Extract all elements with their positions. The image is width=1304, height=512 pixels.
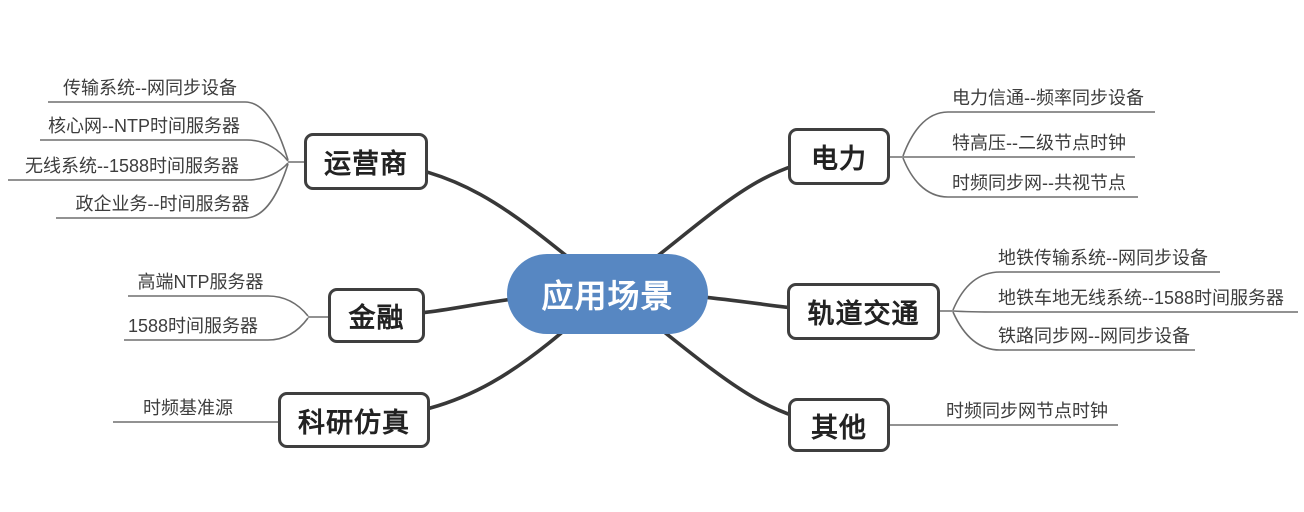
leaf-node[interactable]: 高端NTP服务器 [137, 272, 264, 292]
connector-leaf-line [48, 101, 289, 161]
connector-leaf-line [128, 295, 309, 317]
leaf-node[interactable]: 传输系统--网同步设备 [63, 78, 237, 98]
connector-leaf-line [952, 311, 1195, 351]
leaf-node[interactable]: 1588时间服务器 [127, 316, 259, 336]
connector-leaf-line [902, 157, 1138, 198]
leaf-node[interactable]: 时频同步网--共视节点 [952, 173, 1126, 193]
leaf-node[interactable]: 铁路同步网--网同步设备 [998, 326, 1190, 346]
leaf-node[interactable]: 特高压--二级节点时钟 [952, 133, 1126, 153]
center-node[interactable]: 应用场景 [507, 254, 708, 334]
leaf-node[interactable]: 核心网--NTP时间服务器 [48, 116, 240, 136]
leaf-node[interactable]: 地铁车地无线系统--1588时间服务器 [998, 288, 1285, 308]
leaf-node[interactable]: 政企业务--时间服务器 [75, 194, 250, 214]
connector-leaf-line [952, 271, 1220, 311]
leaf-node[interactable]: 时频同步网节点时钟 [946, 401, 1108, 421]
connector-leaf-line [952, 310, 1298, 313]
branch-node-electric-power[interactable]: 电力 [788, 128, 890, 185]
leaf-node[interactable]: 地铁传输系统--网同步设备 [998, 248, 1208, 268]
branch-node-research-simulation[interactable]: 科研仿真 [278, 392, 430, 448]
leaf-node[interactable]: 电力信通--频率同步设备 [952, 88, 1144, 108]
connector-leaf-line [902, 111, 1155, 157]
connector-leaf-line [124, 317, 309, 341]
connector-leaf-line [8, 162, 289, 181]
branch-node-finance[interactable]: 金融 [328, 288, 425, 343]
connector-leaf-line [56, 163, 289, 219]
branch-node-other[interactable]: 其他 [788, 398, 890, 452]
leaf-node[interactable]: 无线系统--1588时间服务器 [24, 156, 240, 176]
connector-leaf-line [40, 139, 289, 162]
branch-node-operators[interactable]: 运营商 [304, 133, 428, 190]
branch-node-rail-transit[interactable]: 轨道交通 [787, 283, 940, 340]
leaf-node[interactable]: 时频基准源 [143, 398, 233, 418]
